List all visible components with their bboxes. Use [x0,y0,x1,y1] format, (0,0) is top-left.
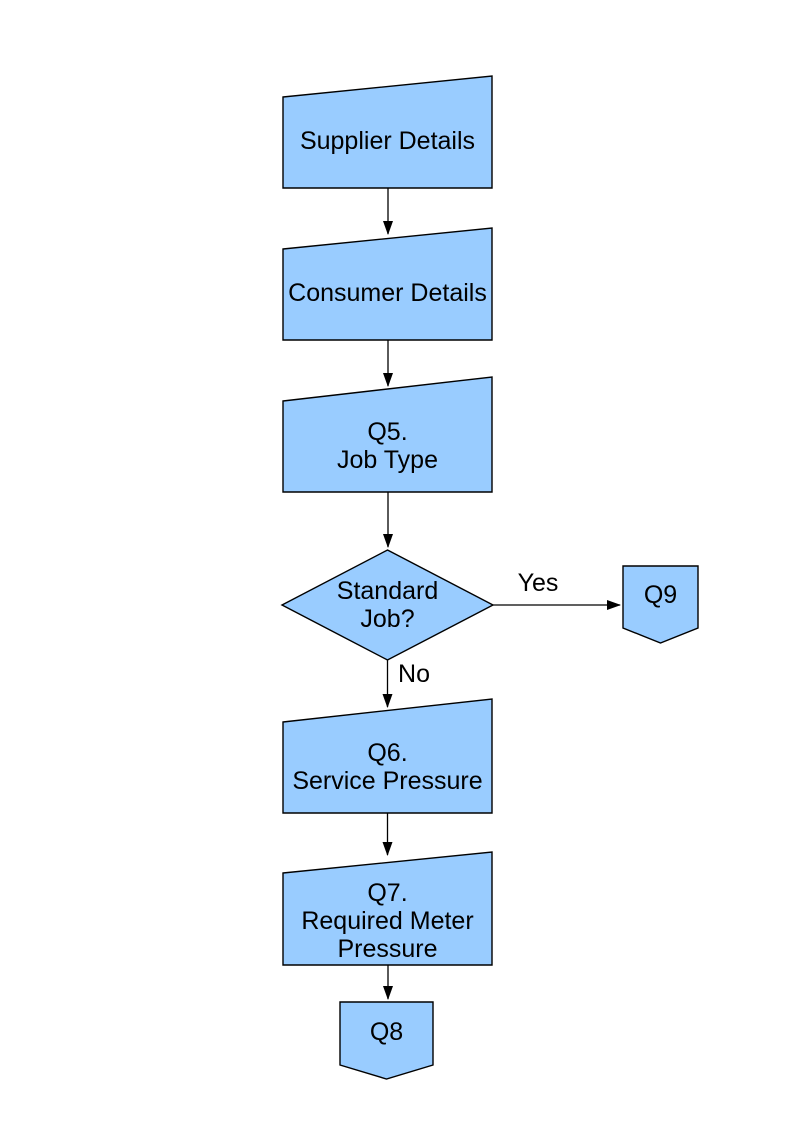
node-standard-job-decision-shape [280,549,495,661]
node-q9-connector-shape [622,565,699,644]
node-q6-service-pressure-shape [282,698,493,814]
node-q5-job-type-shape [282,376,493,493]
node-consumer-details-shape [282,227,493,341]
node-q7-required-meter-pressure-shape [282,851,493,966]
node-supplier-details-shape [282,75,493,189]
node-q8-connector-shape [339,1001,434,1080]
